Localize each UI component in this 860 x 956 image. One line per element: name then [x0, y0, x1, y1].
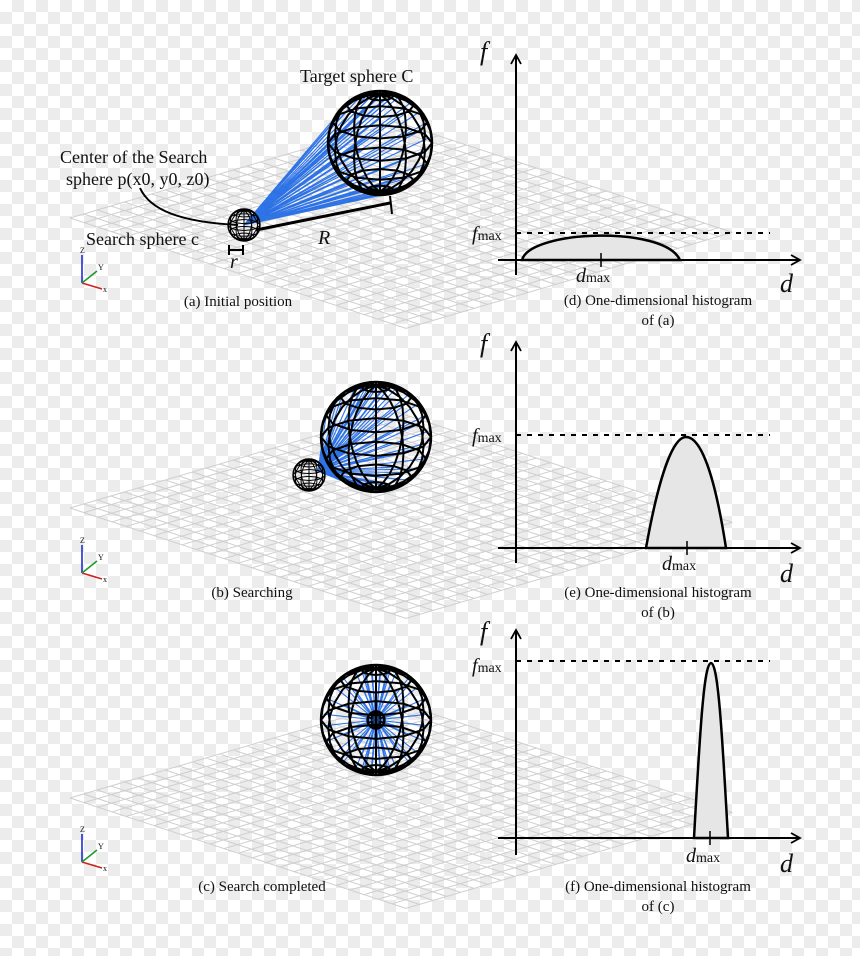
sight-rays [243, 91, 430, 226]
d-axis-label: d [780, 849, 794, 878]
target-sphere [326, 89, 434, 197]
grid-plane [69, 121, 733, 329]
sphere-outline [319, 380, 433, 494]
fmax-label: fmax [472, 223, 502, 245]
axis-triad: Zx Y [80, 536, 107, 584]
caption-a: (a) Initial position [184, 294, 293, 310]
caption-d-line2: of (a) [642, 313, 675, 329]
y-axis-label: Y [98, 842, 104, 851]
y-axis-arrow [81, 849, 98, 863]
panel-searching: Zx Y (b) Searching [69, 380, 733, 619]
sphere-outline [366, 710, 386, 730]
panel-initial-position: Zx Y Target sphere C Center of the Search… [60, 66, 733, 329]
sphere-outline [319, 663, 433, 777]
grid-lines [69, 701, 733, 909]
search-sphere-label: Search sphere c [86, 229, 199, 249]
target-sphere-label: Target sphere C [300, 66, 413, 86]
histogram-curve [520, 234, 682, 262]
grid-lines [69, 121, 733, 329]
panel-search-completed: Zx Y (c) Search completed [69, 663, 733, 909]
histogram-e: f d fmax dmax (e) One-dimensional histog… [472, 329, 802, 621]
grid-plane [69, 701, 733, 909]
ray-lines [243, 91, 430, 226]
histogram-curve [644, 435, 728, 550]
histogram-f: f d fmax dmax (f) One-dimensional histog… [472, 617, 802, 915]
y-axis-arrow [81, 560, 98, 574]
center-label-line2: sphere p(x0, y0, z0) [66, 169, 209, 190]
search-sphere [292, 458, 326, 492]
dmax-label: dmax [686, 845, 720, 867]
d-axis-label: d [780, 559, 794, 588]
fmax-label: fmax [472, 655, 502, 677]
caption-e-line1: (e) One-dimensional histogram [564, 585, 752, 601]
axis-triad: Zx Y [80, 825, 107, 873]
z-axis-label: Z [80, 246, 85, 255]
x-axis-label: x [103, 285, 107, 294]
y-axis-label: Y [98, 263, 104, 272]
axis-triad: Zx Y [80, 246, 107, 294]
d-axis-label: d [780, 269, 794, 298]
x-axis-label: x [103, 575, 107, 584]
radius-R-line [255, 201, 391, 232]
x-axis-arrow [81, 861, 103, 869]
caption-f-line2: of (c) [642, 899, 675, 915]
x-axis-arrow [81, 572, 103, 580]
histogram-d: f d fmax dmax (d) One-dimensional histog… [472, 37, 802, 329]
f-axis-label: f [480, 37, 491, 66]
caption-f-line1: (f) One-dimensional histogram [565, 879, 751, 895]
R-label: R [317, 227, 330, 249]
radius-R-tick [389, 195, 393, 215]
z-axis-label: Z [80, 536, 85, 545]
x-axis-label: x [103, 864, 107, 873]
caption-b: (b) Searching [211, 585, 293, 601]
caption-c: (c) Search completed [198, 879, 326, 895]
dmax-label: dmax [662, 553, 696, 575]
search-sphere [366, 710, 386, 730]
r-label: r [230, 251, 238, 273]
dmax-label: dmax [576, 265, 610, 287]
f-axis-label: f [480, 329, 491, 358]
center-leader-line [139, 187, 239, 226]
sphere-outline [326, 89, 434, 197]
f-axis-label: f [480, 617, 491, 646]
histogram-curve [692, 661, 730, 840]
target-sphere [319, 380, 433, 494]
y-axis-arrow [81, 270, 98, 284]
target-sphere [319, 663, 433, 777]
fmax-label: fmax [472, 425, 502, 447]
y-axis-label: Y [98, 553, 104, 562]
center-label-line1: Center of the Search [60, 147, 207, 167]
caption-d-line1: (d) One-dimensional histogram [564, 293, 753, 309]
z-axis-label: Z [80, 825, 85, 834]
sphere-outline [292, 458, 326, 492]
caption-e-line2: of (b) [641, 605, 675, 621]
x-axis-arrow [81, 282, 103, 290]
